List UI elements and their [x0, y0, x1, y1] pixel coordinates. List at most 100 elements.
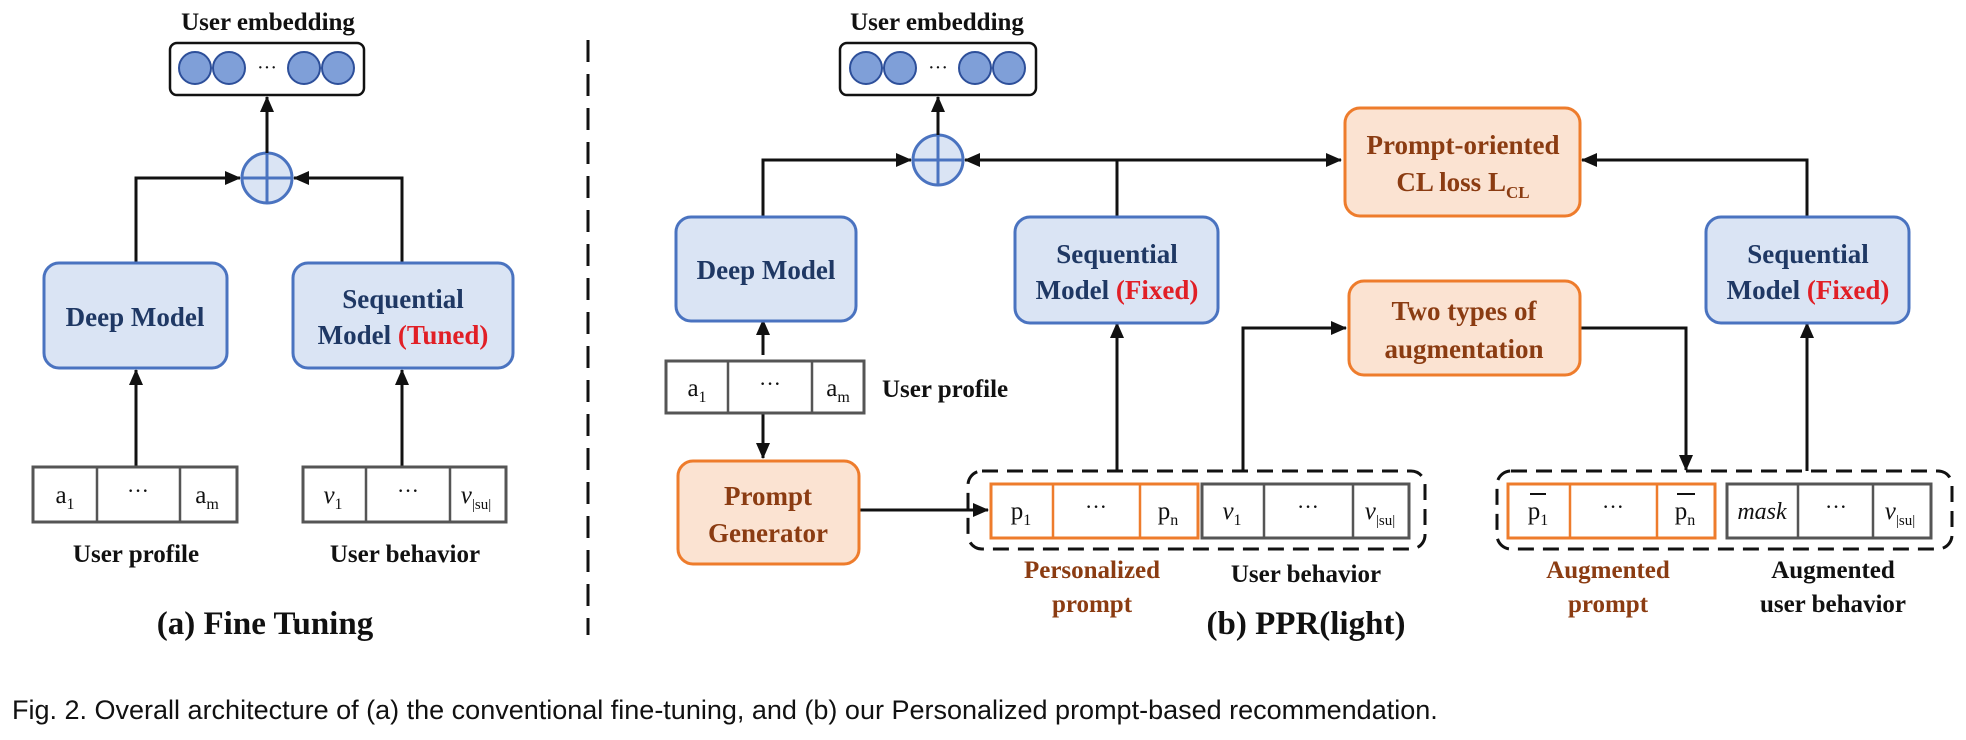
- user-embedding-label-a: User embedding: [181, 9, 355, 36]
- cl-loss-line2: CL loss L: [1396, 167, 1506, 197]
- aug-prompt-item-last-sub: n: [1687, 512, 1695, 529]
- augmentation-box: Two types of augmentation: [1347, 279, 1582, 377]
- user-profile-sequence-b: a1 ··· am: [664, 359, 866, 415]
- cl-loss-line1: Prompt-oriented: [1367, 130, 1560, 160]
- svg-text:p1: p1: [1011, 498, 1032, 529]
- embedding-dot-icon: [992, 51, 1026, 85]
- user-behavior-label-a: User behavior: [330, 541, 480, 568]
- deep-model-label-a: Deep Model: [66, 302, 205, 332]
- embedding-dot-icon: [212, 51, 246, 85]
- svg-text:pn: pn: [1158, 498, 1179, 529]
- prompt-item-last-sub: n: [1170, 512, 1178, 529]
- profile-item-first-b: a: [687, 375, 698, 402]
- svg-text:v1: v1: [323, 482, 342, 513]
- embedding-ellipsis: ···: [928, 57, 948, 79]
- svg-text:a1: a1: [55, 482, 74, 513]
- augmented-behavior-label-line1: Augmented: [1771, 557, 1895, 584]
- behavior-item-first-sub: 1: [335, 496, 343, 513]
- profile-item-last-sub: m: [206, 496, 219, 513]
- sequential-label-line2-c: Model: [1727, 275, 1807, 305]
- augmented-prompt-label-line2: prompt: [1568, 591, 1649, 618]
- behavior-item-first: v: [323, 482, 335, 509]
- svg-text:am: am: [195, 482, 219, 513]
- svg-text:Model (Fixed): Model (Fixed): [1727, 275, 1890, 305]
- input-group-outline: [966, 469, 1427, 551]
- aug-prompt-ellipsis: ···: [1602, 494, 1624, 519]
- aug-behavior-ellipsis: ···: [1825, 494, 1847, 519]
- personalized-prompt-label-line2: prompt: [1052, 591, 1133, 618]
- behavior-item-first-sub-b: 1: [1234, 512, 1242, 529]
- figure-caption: Fig. 2. Overall architecture of (a) the …: [12, 695, 1438, 725]
- svg-text:Model (Fixed): Model (Fixed): [1036, 275, 1199, 305]
- aug-prompt-item-first: p: [1528, 498, 1541, 525]
- deep-model-label-b: Deep Model: [697, 255, 836, 285]
- embedding-dot-icon: [958, 51, 992, 85]
- panel-title-b: (b) PPR(light): [1207, 606, 1406, 642]
- augmented-behavior-label-line2: user behavior: [1760, 591, 1906, 618]
- personalized-prompt-sequence: p1 ··· pn: [989, 482, 1200, 540]
- augmented-prompt-label-line1: Augmented: [1546, 557, 1670, 584]
- behavior-item-last-b: v: [1365, 498, 1377, 525]
- prompt-item-first: p: [1011, 498, 1024, 525]
- user-behavior-sequence-a: v1 ··· v|su|: [301, 465, 508, 524]
- sequential-model-box-b: Sequential Model (Fixed): [1013, 215, 1220, 325]
- prompt-ellipsis: ···: [1085, 494, 1107, 519]
- svg-text:pn: pn: [1675, 498, 1696, 529]
- panel-ppr-light: User embedding ···: [664, 9, 1954, 642]
- user-embedding-label-b: User embedding: [850, 9, 1024, 36]
- user-behavior-label-b: User behavior: [1231, 561, 1381, 588]
- prompt-generator-box: Prompt Generator: [676, 459, 861, 566]
- augmentation-line2: augmentation: [1384, 334, 1543, 364]
- augmented-prompt-sequence: p1 ··· pn: [1506, 482, 1717, 540]
- profile-ellipsis-a: ···: [127, 478, 149, 503]
- svg-text:v|su|: v|su|: [1885, 498, 1915, 529]
- svg-text:v|su|: v|su|: [461, 482, 491, 513]
- cl-loss-sub: CL: [1506, 183, 1530, 202]
- embedding-dot-icon: [321, 51, 355, 85]
- user-embedding-box-b: ···: [838, 41, 1038, 97]
- profile-item-last-sub-b: m: [837, 389, 850, 406]
- aug-behavior-item-last-sub: |su|: [1896, 513, 1915, 529]
- panel-title-a: (a) Fine Tuning: [157, 606, 374, 642]
- sequential-model-box-c: Sequential Model (Fixed): [1704, 215, 1911, 325]
- behavior-ellipsis-b: ···: [1297, 494, 1319, 519]
- tuned-status: (Tuned): [398, 320, 489, 350]
- embedding-ellipsis: ···: [257, 57, 277, 79]
- behavior-item-first-b: v: [1222, 498, 1234, 525]
- cl-loss-box: Prompt-oriented CL loss LCL: [1343, 106, 1582, 218]
- prompt-item-last: p: [1158, 498, 1171, 525]
- fixed-status: (Fixed): [1116, 275, 1198, 305]
- behavior-item-last-sub-b: |su|: [1376, 513, 1395, 529]
- sequential-label-line2-a: Model: [318, 320, 398, 350]
- aug-prompt-item-last: p: [1675, 498, 1688, 525]
- svg-text:v|su|: v|su|: [1365, 498, 1395, 529]
- prompt-generator-line1: Prompt: [724, 481, 812, 511]
- svg-text:v1: v1: [1222, 498, 1241, 529]
- behavior-item-last: v: [461, 482, 473, 509]
- sequential-label-line1-c: Sequential: [1747, 239, 1869, 269]
- augmented-group-outline: [1495, 469, 1954, 551]
- sequential-label-line1-a: Sequential: [342, 284, 464, 314]
- profile-item-first-sub: 1: [67, 496, 75, 513]
- embedding-dot-icon: [883, 51, 917, 85]
- sequential-label-line1-b: Sequential: [1056, 239, 1178, 269]
- prompt-generator-line2: Generator: [708, 518, 828, 548]
- profile-item-last: a: [195, 482, 206, 509]
- sequential-label-line2-b: Model: [1036, 275, 1116, 305]
- user-embedding-box-a: ···: [168, 41, 366, 97]
- profile-ellipsis-b: ···: [759, 371, 781, 396]
- sequential-model-box-a: Sequential Model (Tuned): [291, 261, 515, 370]
- svg-text:CL loss LCL: CL loss LCL: [1396, 167, 1529, 202]
- user-profile-label-b: User profile: [882, 376, 1008, 403]
- profile-item-first-sub-b: 1: [699, 389, 707, 406]
- connectors-a: [129, 96, 409, 467]
- aggregation-plus-icon-a: [240, 151, 294, 205]
- embedding-dot-icon: [287, 51, 321, 85]
- svg-text:am: am: [826, 375, 850, 406]
- prompt-item-first-sub: 1: [1023, 512, 1031, 529]
- profile-item-last-b: a: [826, 375, 837, 402]
- aug-prompt-item-first-sub: 1: [1540, 512, 1548, 529]
- user-profile-label-a: User profile: [73, 541, 199, 568]
- embedding-dot-icon: [849, 51, 883, 85]
